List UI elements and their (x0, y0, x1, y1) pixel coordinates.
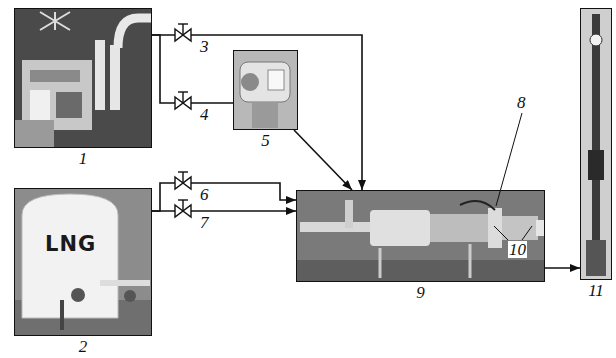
callout-number: 3 (199, 38, 210, 55)
callout-number: 6 (199, 186, 210, 203)
flow-line (152, 35, 233, 103)
callout-number: 10 (508, 241, 527, 258)
device-panel: 5 (233, 50, 298, 130)
callout-number: 4 (199, 106, 210, 123)
flow-line (545, 267, 580, 269)
rig-panel: 9 (296, 190, 545, 282)
test-rig-photo (296, 190, 545, 282)
equipment-panel: 1 (14, 8, 152, 148)
flow-line (152, 210, 296, 212)
callout-number: 1 (78, 150, 89, 167)
valve-symbol (175, 200, 191, 217)
tank-marking: LNG (45, 233, 96, 255)
callout-number: 11 (587, 282, 605, 299)
device-photo (233, 50, 298, 130)
flow-line (152, 35, 362, 190)
column-panel: 11 (580, 8, 612, 280)
callout-number: 5 (260, 132, 271, 149)
equipment-photo (14, 8, 152, 148)
callout-number: 2 (78, 338, 89, 355)
leader-line (494, 113, 532, 240)
flow-line (294, 130, 352, 190)
valve-symbol (175, 92, 191, 109)
callout-number: 7 (199, 214, 210, 231)
flow-line (152, 183, 296, 211)
callout-number: 9 (415, 284, 426, 301)
column-photo (580, 8, 612, 280)
callout-number: 8 (516, 94, 527, 111)
valve-symbol (175, 24, 191, 41)
valve-symbol (175, 172, 191, 189)
tank-panel: LNG2 (14, 188, 152, 336)
lng-tank-photo (14, 188, 152, 336)
